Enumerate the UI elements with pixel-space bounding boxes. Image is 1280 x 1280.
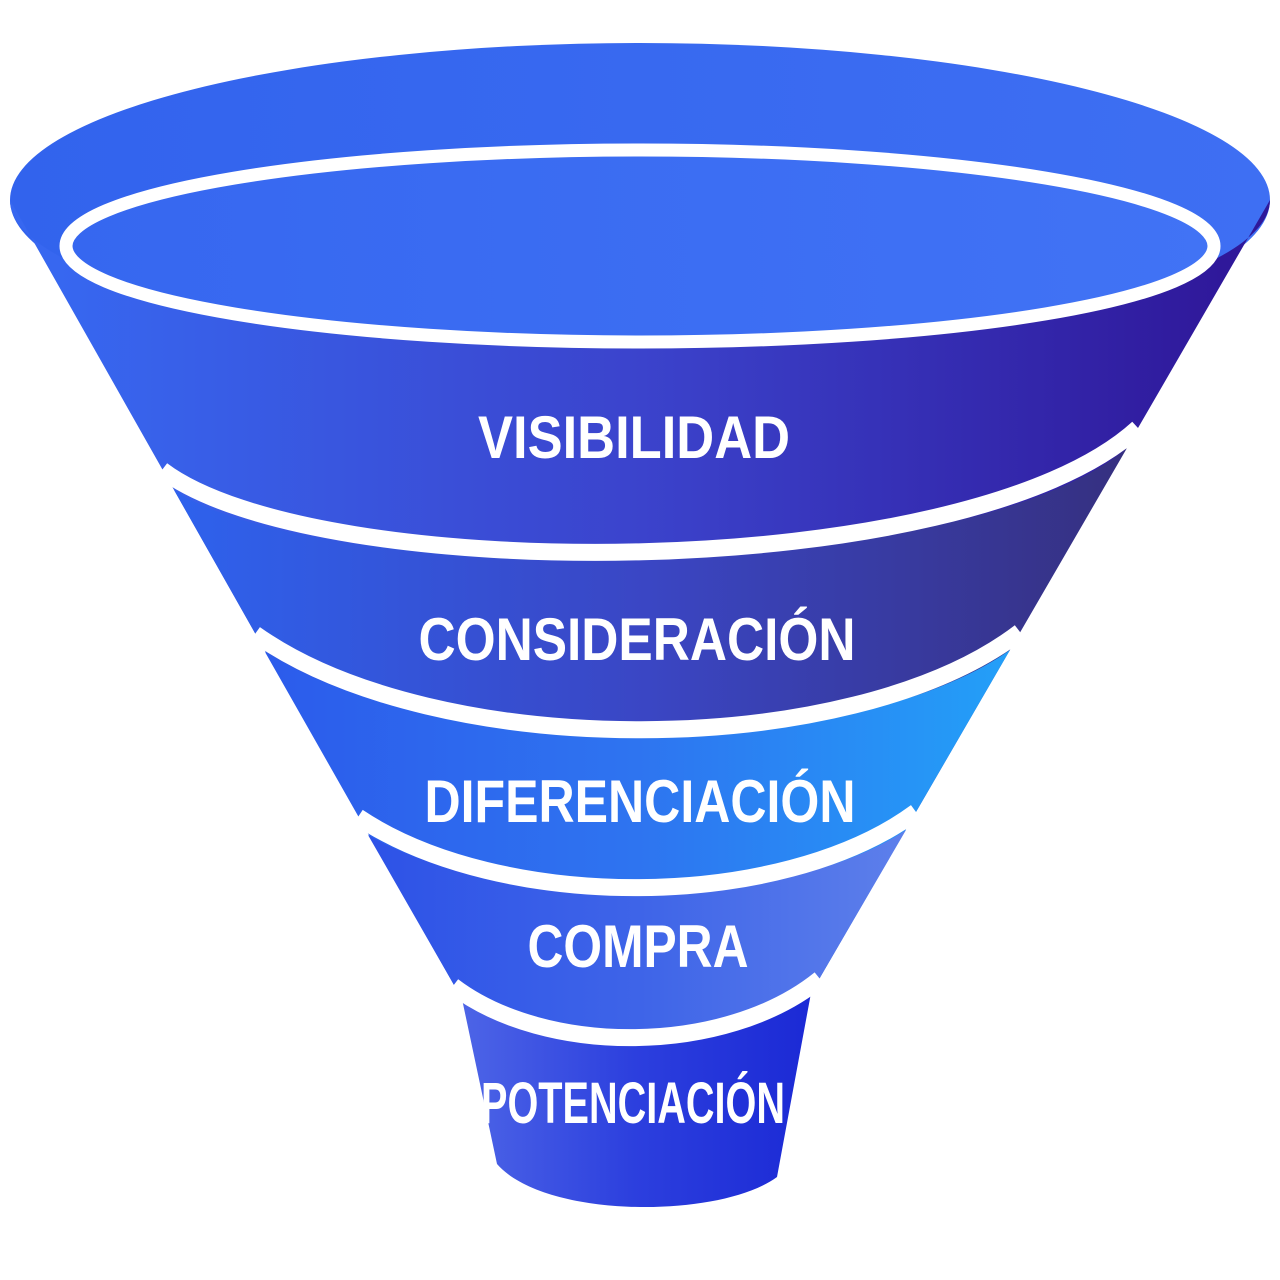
stage-separator-1 [156, 421, 1144, 561]
stage-label-consideracion: CONSIDERACIÓN [419, 606, 856, 673]
stage-label-potenciacion: POTENCIACIÓN [481, 1071, 785, 1136]
funnel-mouth [59, 143, 1221, 349]
stage-separator-2 [250, 625, 1026, 739]
stage-label-visibilidad: VISIBILIDAD [478, 404, 790, 471]
stage-label-compra: COMPRA [528, 913, 749, 980]
stage-separator-4 [447, 972, 826, 1047]
stage-label-diferenciacion: DIFERENCIACIÓN [425, 768, 856, 835]
stage-segment-potenciacion [462, 993, 811, 1208]
stage-segment-compra [368, 830, 906, 1054]
stage-separator-3 [353, 805, 922, 897]
